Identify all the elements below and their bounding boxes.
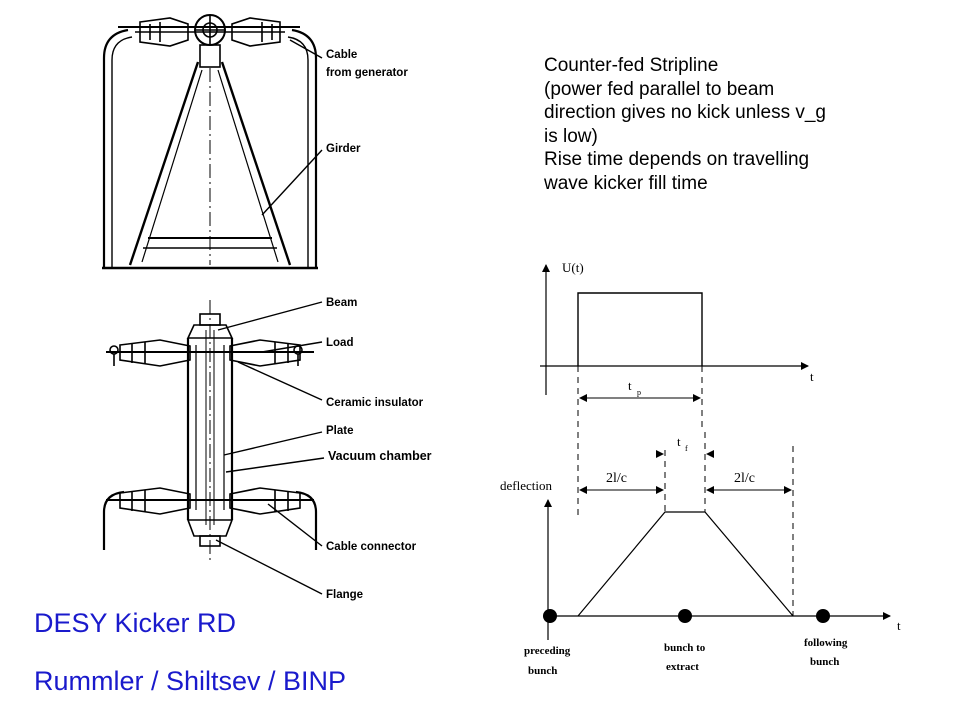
label-following: following — [804, 637, 848, 649]
fill-time-right-label: 2l/c — [734, 471, 755, 486]
bunch-preceding-marker — [543, 609, 557, 623]
fill-time-left-label: 2l/c — [606, 471, 627, 486]
label-following-bunch: bunch — [810, 656, 839, 668]
label-ceramic-insulator: Ceramic insulator — [326, 397, 424, 409]
label-load: Load — [326, 337, 353, 349]
label-from-generator: from generator — [326, 67, 408, 79]
label-vacuum-chamber: Vacuum chamber — [328, 449, 432, 463]
description-line-3: direction gives no kick unless v_g — [544, 102, 826, 123]
pulse-voltage-plot — [540, 264, 809, 520]
label-girder: Girder — [326, 143, 361, 155]
axis-label-deflection: deflection — [500, 478, 552, 493]
credit-title: DESY Kicker RD — [34, 608, 237, 638]
pulse-length-subscript: p — [637, 388, 641, 397]
description-line-1: Counter-fed Stripline — [544, 55, 719, 76]
top-kicker-drawing — [102, 14, 323, 270]
label-plate: Plate — [326, 425, 354, 437]
deflection-plot — [543, 432, 891, 640]
bottom-kicker-drawing — [102, 300, 325, 595]
description-line-5: Rise time depends on travelling — [544, 149, 810, 170]
flat-top-subscript: f — [685, 444, 688, 453]
label-flange: Flange — [326, 589, 363, 601]
label-beam: Beam — [326, 297, 357, 309]
label-preceding: preceding — [524, 645, 571, 657]
label-preceding-bunch: bunch — [528, 665, 557, 677]
axis-label-u: U(t) — [562, 260, 584, 275]
label-bunch-to: bunch to — [664, 642, 706, 654]
axis-label-t-upper: t — [810, 369, 814, 384]
description-line-6: wave kicker fill time — [544, 172, 708, 194]
flat-top-label: t — [677, 434, 681, 449]
description-line-4: is low) — [544, 125, 598, 147]
description-text: Counter-fed Stripline (power fed paralle… — [544, 54, 944, 195]
axis-label-t-lower: t — [897, 618, 901, 633]
bunch-extract-marker — [678, 609, 692, 623]
credit-authors: Rummler / Shiltsev / BINP — [34, 666, 347, 696]
label-cable-connector: Cable connector — [326, 541, 417, 553]
pulse-length-label: t — [628, 378, 632, 393]
description-line-2: (power fed parallel to beam — [544, 78, 775, 100]
label-cable: Cable — [326, 49, 357, 61]
bunch-following-marker — [816, 609, 830, 623]
label-extract: extract — [666, 661, 699, 673]
